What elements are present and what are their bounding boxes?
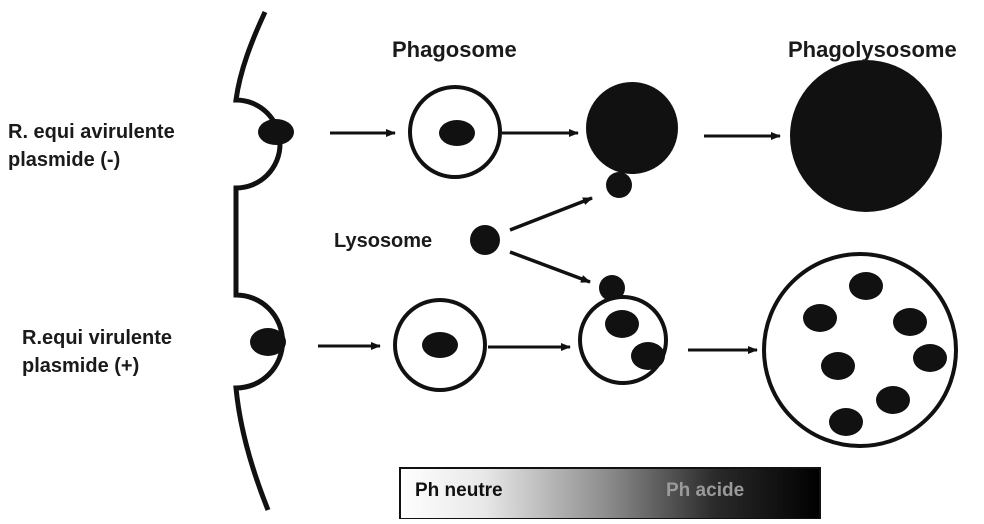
label-virulent-line2: plasmide (+) [22, 352, 172, 380]
bacterium-avirulent-engulfing [258, 119, 294, 145]
label-avirulent-line1: R. equi avirulente [8, 118, 175, 146]
bacterium-in-phagosome-top [439, 120, 475, 146]
cell-membrane [236, 12, 283, 510]
bacterium-virulent-engulfing [250, 328, 286, 356]
bacterium-multiplied-5 [913, 344, 947, 372]
arrow-lysosome-up [510, 198, 592, 230]
bacterium-bottom-fusing-1 [605, 310, 639, 338]
bacterium-multiplied-3 [893, 308, 927, 336]
ph-acid-label: Ph acide [666, 480, 744, 502]
header-phagolysosome: Phagolysosome [788, 37, 957, 63]
bacterium-bottom-fusing-2 [631, 342, 665, 370]
bacterium-multiplied-4 [821, 352, 855, 380]
fusing-phagosome-top [586, 82, 678, 174]
bacterium-multiplied-2 [803, 304, 837, 332]
label-avirulent-line2: plasmide (-) [8, 146, 175, 174]
ph-neutral-label: Ph neutre [415, 480, 503, 502]
lysosome-fusing-top [606, 172, 632, 198]
bacterium-multiplied-7 [829, 408, 863, 436]
bacterium-multiplied-6 [876, 386, 910, 414]
label-virulent: R.equi virulente plasmide (+) [22, 324, 172, 380]
header-phagosome: Phagosome [392, 37, 517, 63]
bacterium-in-phagosome-bottom [422, 332, 458, 358]
label-avirulent: R. equi avirulente plasmide (-) [8, 118, 175, 174]
label-virulent-line1: R.equi virulente [22, 324, 172, 352]
phagolysosome-dark [790, 60, 942, 212]
lysosome [470, 225, 500, 255]
phagosome-bottom-fusing [580, 297, 666, 383]
label-lysosome: Lysosome [334, 227, 432, 255]
bacterium-multiplied-1 [849, 272, 883, 300]
arrow-lysosome-down [510, 252, 590, 282]
